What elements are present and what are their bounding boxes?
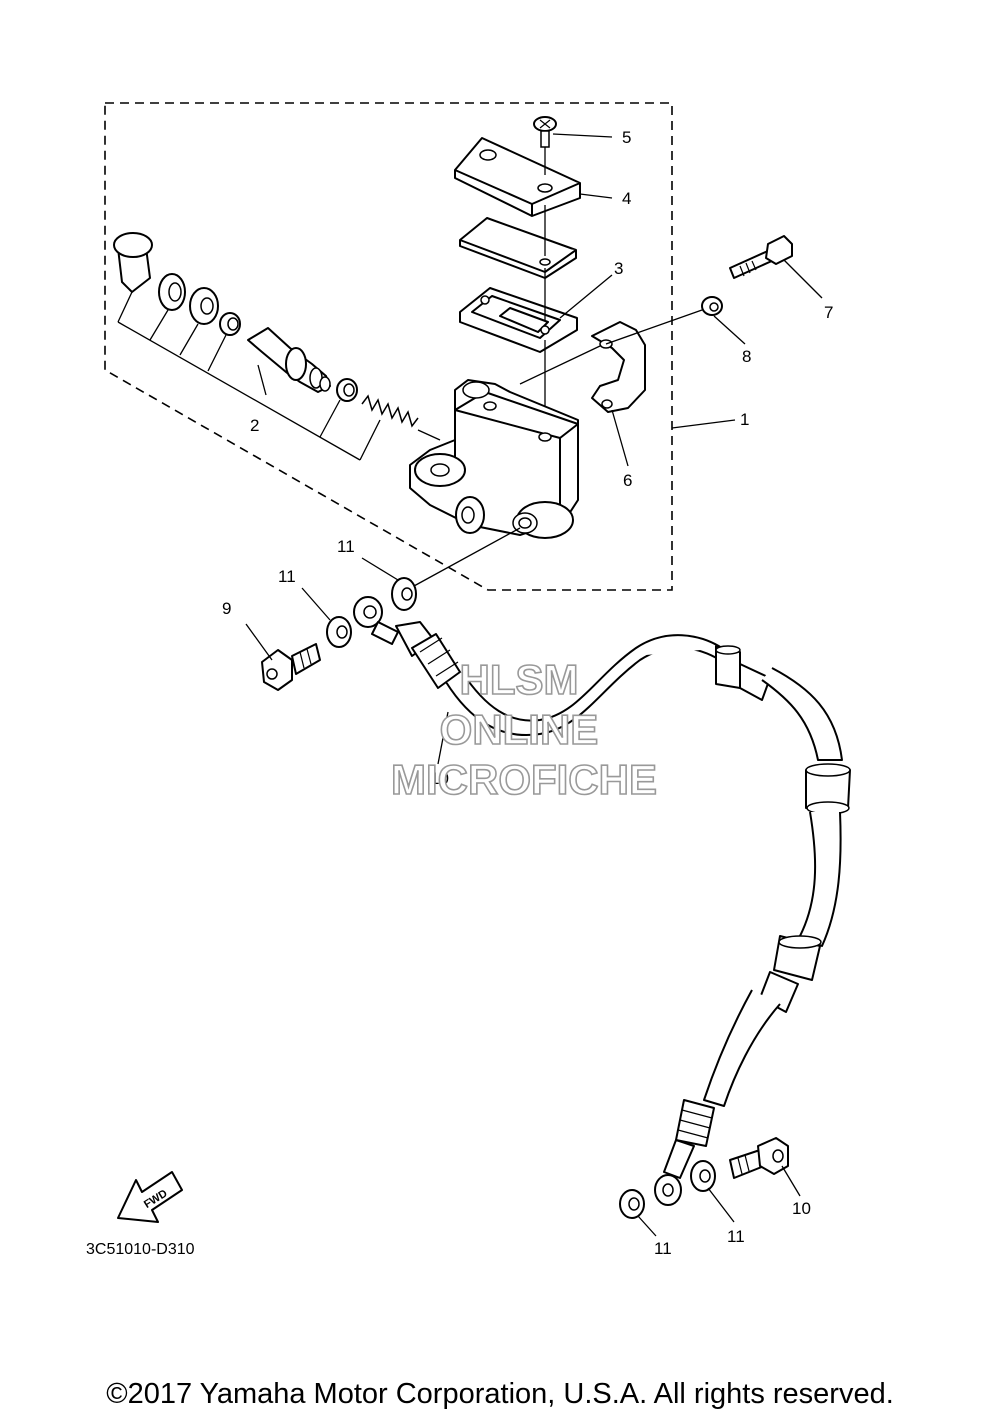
part-10-union-bolt-upper: [261, 643, 321, 691]
washer-seal: [189, 287, 219, 325]
callout-9: 10: [430, 769, 449, 788]
master-cylinder-body: [409, 379, 579, 539]
part-9-brake-hose: [353, 596, 851, 1206]
dust-boot: [113, 232, 153, 293]
callout-4: 4: [622, 189, 631, 208]
part-11-washer-lower-right: [690, 1160, 716, 1192]
part-11-washer-upper-right: [391, 577, 417, 611]
watermark-line-1: HLSM: [460, 656, 579, 703]
part-10-union-bolt-lower: [729, 1137, 789, 1179]
cup-seal: [219, 312, 241, 336]
part-11-washer-upper-left: [326, 616, 352, 648]
watermark-line-3: MICROFICHE: [391, 756, 657, 803]
circlip: [158, 273, 186, 311]
part-11-washer-lower-left: [619, 1189, 645, 1219]
diaphragm-plate: [459, 217, 577, 279]
return-spring: [361, 394, 441, 441]
callout-10-b: 10: [792, 1199, 811, 1218]
callout-5: 5: [622, 128, 631, 147]
callout-11-d: 11: [654, 1239, 672, 1258]
part-6-holder-clamp: [591, 321, 646, 413]
callout-3: 3: [614, 259, 623, 278]
callout-11-a: 11: [337, 537, 355, 556]
watermark: HLSM ONLINE MICROFICHE: [390, 655, 658, 804]
part-3-diaphragm: [459, 287, 578, 353]
callout-2: 2: [250, 416, 259, 435]
callout-1: 1: [740, 410, 749, 429]
diagram-code: 3C51010-D310: [86, 1241, 195, 1258]
copyright-notice: ©2017 Yamaha Motor Corporation, U.S.A. A…: [106, 1378, 894, 1410]
part-8-washer: [701, 296, 723, 316]
part-4-reservoir-cap: [454, 137, 581, 217]
part-2-piston: [247, 327, 331, 393]
assembly-boundary: [104, 102, 673, 591]
callout-8: 8: [742, 347, 751, 366]
fwd-arrow-icon: FWD: [117, 1171, 183, 1223]
secondary-cup: [336, 378, 358, 402]
part-5-screw: [533, 116, 557, 148]
callout-7: 7: [824, 303, 833, 322]
callout-11-b: 11: [278, 567, 296, 586]
callout-6: 6: [623, 471, 632, 490]
callout-10-a: 9: [222, 599, 231, 618]
part-7-bolt: [729, 235, 793, 279]
watermark-line-2: ONLINE: [440, 706, 599, 753]
callout-11-c: 11: [727, 1227, 745, 1246]
